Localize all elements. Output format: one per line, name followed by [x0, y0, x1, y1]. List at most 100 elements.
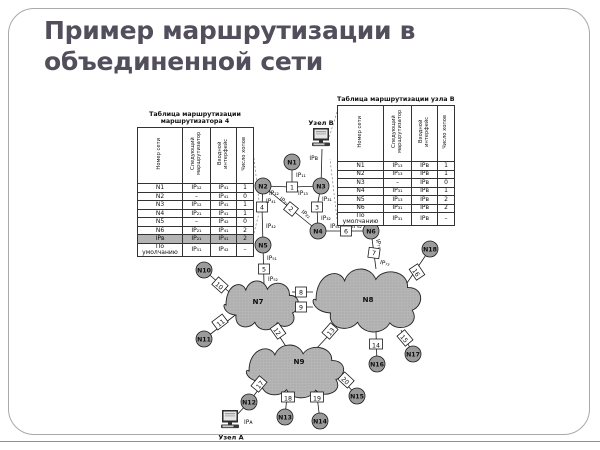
ip71-label: IP₇₁	[374, 239, 382, 250]
network-n4-label: N4	[313, 229, 323, 236]
table-cell: 1	[437, 161, 455, 171]
table-cell: IP₄₁	[210, 225, 237, 236]
network-n17-label: N17	[406, 352, 420, 359]
col-header-input-interface: Входной интерфейс	[411, 105, 438, 163]
router-6-label: 6	[344, 228, 348, 235]
col-header-hops: Число хопов	[236, 127, 254, 185]
ip21-label: IP₂₁	[278, 196, 289, 207]
table-cell: N5	[137, 217, 183, 227]
router-15-label: 15	[398, 334, 409, 345]
network-n5	[254, 236, 272, 254]
routing-table-router4-grid: Номер сети Следующий маршрутизатор Входн…	[137, 127, 254, 257]
table-cell: IPʙ	[411, 161, 438, 171]
router-3-label: 3	[315, 204, 319, 211]
routing-table-router4: Таблица маршрутизации маршрутизатора 4 Н…	[137, 111, 254, 257]
router-2: 2	[283, 201, 299, 217]
routing-table-router4-title-line2: маршрутизатора 4	[160, 118, 230, 126]
table-callouts	[252, 111, 338, 238]
cloud-n7-label: N7	[252, 297, 263, 306]
ip13-label: IP₁₃	[298, 191, 309, 197]
router-5: 5	[258, 263, 270, 275]
ip52-label: IP₅₂	[268, 277, 278, 283]
host-b-computer-icon	[312, 128, 330, 147]
network-n16-label: N16	[370, 362, 384, 369]
col-header-network: Номер сети	[337, 105, 384, 163]
table-cell: N2	[137, 191, 183, 202]
header-row: Номер сети Следующий маршрутизатор Входн…	[137, 127, 254, 185]
table-cell: N1	[137, 183, 183, 193]
network-n12	[240, 393, 258, 411]
col-header-next-router-text: Следующий маршрутизатор	[390, 110, 403, 154]
table-cell: 0	[236, 217, 254, 227]
router-19-label: 19	[313, 395, 321, 402]
table-cell: N1	[337, 161, 384, 171]
network-n12-label: N12	[242, 400, 256, 407]
table-cell: IP₄₂	[210, 242, 237, 257]
hosta-ip-label: IPᴀ	[244, 420, 253, 426]
table-cell: 2	[437, 203, 455, 214]
network-n13-label: N13	[278, 415, 292, 422]
ip61-label: IP₆₁	[330, 224, 340, 230]
table-cell: N6	[137, 225, 183, 236]
router-18-label: 18	[284, 395, 292, 402]
router-6: 6	[340, 225, 352, 237]
network-n2	[254, 177, 272, 195]
network-n18-label: N18	[423, 247, 437, 254]
router-8: 8	[295, 286, 307, 298]
router-20-label: 20	[339, 376, 350, 387]
cloud-n7	[223, 280, 299, 331]
router-17-label: 17	[255, 380, 266, 391]
table-cell: IPʙ	[411, 195, 438, 205]
router-19: 19	[310, 391, 324, 403]
router-9: 9	[295, 301, 307, 313]
slide-border-frame	[8, 8, 590, 435]
slide-bottom-rule	[0, 441, 600, 442]
table-cell: IPʙ	[411, 186, 438, 197]
network-n4	[309, 222, 327, 240]
table-cell: IP₂₁	[182, 208, 211, 219]
table-cell: IP₁₃	[383, 195, 412, 205]
table-cell: IP₃₁	[383, 212, 412, 227]
host-a-computer-icon	[221, 410, 239, 429]
router-4-label: 4	[260, 204, 264, 211]
table-cell: IP₂₁	[182, 225, 211, 236]
col-header-hops-text: Число хопов	[241, 137, 248, 171]
ip72-label: IP₇₂	[379, 260, 390, 268]
network-n3	[312, 177, 330, 195]
slide-title: Пример маршрутизации в объединенной сети	[44, 16, 416, 76]
router-13: 13	[321, 322, 339, 340]
host-a-caption: Узел A	[218, 434, 243, 442]
cloud-n8-label: N8	[362, 295, 373, 304]
ip32-label: IP₃₂	[321, 216, 331, 222]
table-cell: 1	[236, 208, 254, 219]
network-n14-label: N14	[313, 419, 327, 426]
table-cell: –	[182, 191, 211, 202]
cloud-n9	[245, 344, 344, 399]
router-11-label: 11	[216, 318, 227, 328]
ip12-label: IP₁₂	[269, 191, 279, 197]
table-cell: IP₅₁	[182, 242, 211, 257]
callout-table4-top	[252, 149, 260, 202]
table-cell: –	[236, 242, 254, 257]
router-3: 3	[311, 201, 323, 213]
table-cell: N5	[337, 195, 384, 205]
router-12-label: 12	[271, 327, 281, 338]
network-n15	[348, 387, 366, 405]
network-n11-label: N11	[197, 337, 211, 344]
table-cell: N4	[137, 208, 183, 219]
table-cell: N2	[337, 169, 384, 180]
col-header-network-text: Номер сети	[356, 115, 363, 148]
table-cell: IP₃₁	[383, 186, 412, 197]
table-cell: N4	[337, 186, 384, 197]
table-cell: –	[437, 212, 455, 227]
network-n5-label: N5	[258, 243, 267, 250]
router-4: 4	[256, 201, 268, 213]
table-cell: N3	[337, 178, 384, 188]
cloud-n9-label: N9	[293, 357, 304, 366]
